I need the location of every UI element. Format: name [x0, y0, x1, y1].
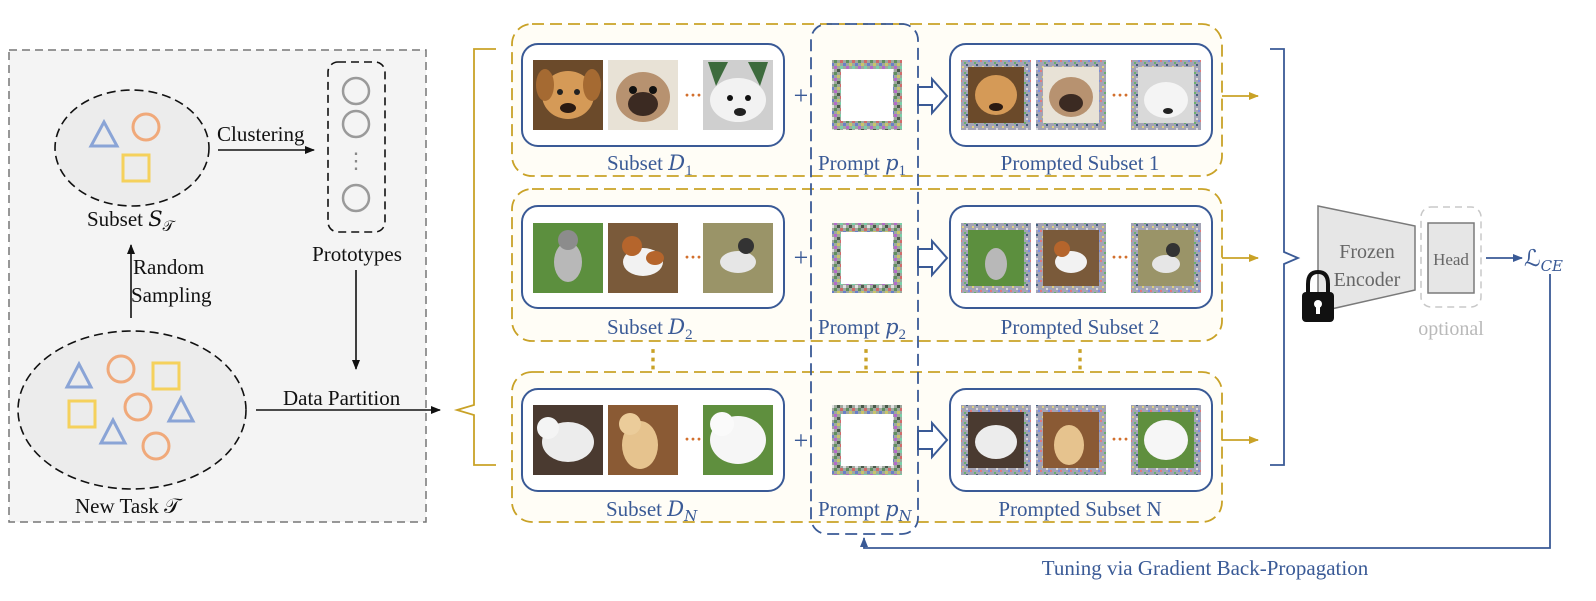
prototype-circle [341, 76, 371, 106]
feedback-arrow [860, 274, 1551, 549]
ellipsis: ··· [684, 247, 702, 267]
dog-image [703, 405, 773, 475]
tuning-label: Tuning via Gradient Back-Propagation [1042, 556, 1369, 580]
plus-symbol: + [794, 426, 809, 455]
square-shape [67, 399, 97, 429]
plus-symbol: + [794, 81, 809, 110]
loss-label: ℒ𝐶𝐸 [1524, 246, 1563, 275]
vertical-dots: ⋮ [641, 347, 665, 373]
triangle-shape [166, 394, 196, 423]
clustering-label: Clustering [217, 122, 305, 146]
row-1: ··· + ··· [511, 23, 1259, 179]
subset-label: Subset 𝐷2 [607, 315, 693, 343]
combine-arrow-icon [917, 238, 949, 278]
new-task-label: New Task 𝒯 [75, 494, 183, 518]
square-shape [121, 153, 151, 183]
padlock-icon [1302, 269, 1334, 322]
subset-s-ellipse [54, 89, 210, 207]
row-n: ··· + ··· Subset 𝐷𝑁 Prom [511, 371, 1259, 525]
prompted-dog-image [1036, 60, 1106, 130]
vertical-dots: ⋮ [1068, 347, 1092, 373]
combine-arrow-icon [917, 76, 949, 116]
subset-label: Subset 𝐷1 [607, 151, 693, 179]
prompted-dog-image [961, 223, 1031, 293]
square-shape [151, 361, 181, 391]
subset-s-label: Subset 𝑆𝒯 [87, 207, 177, 235]
data-partition-label: Data Partition [283, 386, 401, 410]
row-2: ··· + ··· Subset [511, 188, 1259, 343]
prompted-subset-label: Prompted Subset N [998, 497, 1161, 521]
optional-label: optional [1418, 318, 1484, 340]
prompted-subset-label: Prompted Subset 1 [1001, 151, 1160, 175]
prompt-noise [832, 405, 902, 475]
random-label: Random [133, 255, 204, 279]
prompt-label: Prompt 𝑝2 [818, 315, 906, 343]
encoder-line2: Encoder [1334, 269, 1401, 291]
ellipsis: ··· [684, 429, 702, 449]
prompted-dog-image [1131, 405, 1201, 475]
prompt-column-frame [810, 23, 919, 535]
subset-label: Subset 𝐷𝑁 [606, 497, 698, 525]
frozen-encoder: Frozen Encoder [1302, 205, 1416, 322]
circle-shape [123, 392, 153, 422]
new-task-ellipse [17, 330, 247, 490]
left-panel: Clustering ⋮ Prototypes Subset 𝑆𝒯 Random… [8, 49, 441, 523]
prompt-label: Prompt 𝑝1 [818, 151, 906, 179]
prompted-subset-label: Prompted Subset 2 [1001, 315, 1160, 339]
prompted-dog-image [1131, 60, 1201, 130]
ellipsis: ··· [1111, 429, 1129, 449]
head-label: Head [1433, 250, 1469, 269]
prototypes-label: Prototypes [312, 242, 402, 266]
dog-image [608, 223, 678, 293]
triangle-shape [98, 416, 128, 445]
prompted-dog-image [1131, 223, 1201, 293]
prompted-dog-image [961, 405, 1031, 475]
prompted-dog-image [1036, 223, 1106, 293]
prompted-dog-image [1036, 405, 1106, 475]
ellipsis: ··· [684, 85, 702, 105]
right-brace [1270, 48, 1301, 466]
prototype-dots: ⋮ [345, 148, 367, 173]
left-brace [453, 48, 496, 466]
prompt-noise [832, 223, 902, 293]
triangle-shape [64, 360, 94, 389]
combine-arrow-icon [917, 420, 949, 460]
head-box [1427, 222, 1475, 294]
sampling-label: Sampling [131, 283, 212, 307]
circle-shape [141, 431, 171, 461]
dog-image [533, 405, 603, 475]
dog-image [608, 60, 678, 130]
prompted-dog-image [961, 60, 1031, 130]
encoder-line1: Frozen [1339, 241, 1395, 263]
dog-image [533, 223, 603, 293]
prototype-circle [341, 109, 371, 139]
prompt-noise [832, 60, 902, 130]
triangle-shape [88, 118, 120, 148]
prompt-label: Prompt 𝑝𝑁 [818, 497, 913, 525]
ellipsis: ··· [1111, 85, 1129, 105]
dog-image [533, 60, 603, 130]
dog-image [608, 405, 678, 475]
plus-symbol: + [794, 243, 809, 272]
prototype-circle [341, 183, 371, 213]
encoder-trapezoid [1317, 205, 1416, 313]
head-optional-frame [1420, 206, 1482, 308]
dog-image [703, 60, 773, 130]
head-block: Head optional [1418, 206, 1484, 340]
circle-shape [131, 112, 161, 142]
vertical-dots: ⋮ [854, 347, 878, 373]
circle-shape [106, 354, 136, 384]
ellipsis: ··· [1111, 247, 1129, 267]
dog-image [703, 223, 773, 293]
prototypes-box [327, 61, 386, 233]
